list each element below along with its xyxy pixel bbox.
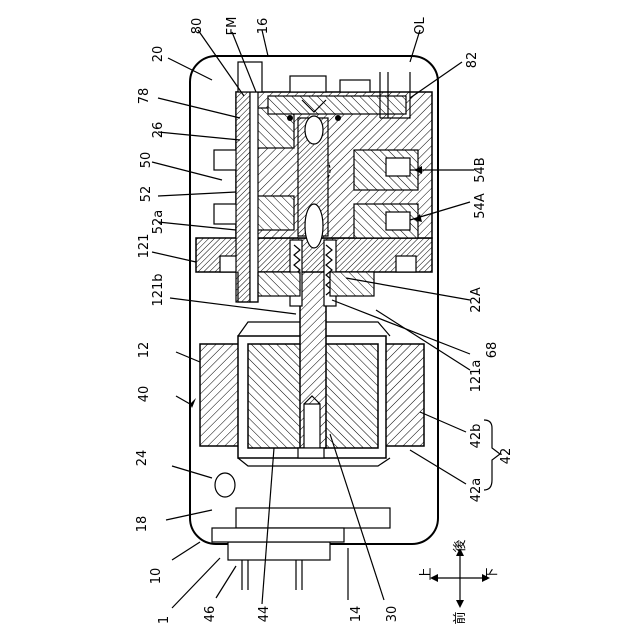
label-80: 80 [190,18,205,35]
direction-indicator [430,548,490,608]
label-18: 18 [135,516,150,533]
label-52a: 52a [151,210,166,235]
label-40: 40 [137,386,152,403]
label-121a: 121a [469,360,484,393]
direction-back: 後 [453,539,468,552]
label-46: 46 [203,606,218,623]
terminal-connector [228,542,330,590]
label-30: 30 [385,606,400,623]
label-68: 68 [485,342,500,359]
direction-front: 前 [452,611,468,624]
label-16: 16 [256,18,271,35]
label-78: 78 [137,88,152,105]
brace-42 [484,420,500,490]
label-22A: 22A [469,287,484,313]
direction-up: 上 [419,567,434,580]
label-121: 121 [137,234,152,259]
label-12: 12 [137,342,152,359]
label-FM: FM [225,17,240,36]
label-44: 44 [257,606,272,623]
label-54A: 54A [473,193,488,219]
direction-down: 下 [485,567,500,580]
label-52: 52 [139,186,154,203]
label-24: 24 [135,450,150,467]
label-26: 26 [151,122,166,139]
label-82: 82 [465,52,480,69]
oil-hole [215,473,235,497]
base-plate [236,508,390,528]
label-1: 1 [157,616,172,624]
label-42: 42 [499,448,514,465]
label-54B: 54B [473,157,488,182]
label-50: 50 [139,152,154,169]
label-42b: 42b [469,424,484,449]
label-121b: 121b [151,273,166,306]
label-42a: 42a [469,478,484,503]
label-OL: OL [413,17,428,35]
terminal-block [212,528,344,542]
label-10: 10 [149,568,164,585]
label-14: 14 [349,606,364,623]
label-20: 20 [151,46,166,63]
